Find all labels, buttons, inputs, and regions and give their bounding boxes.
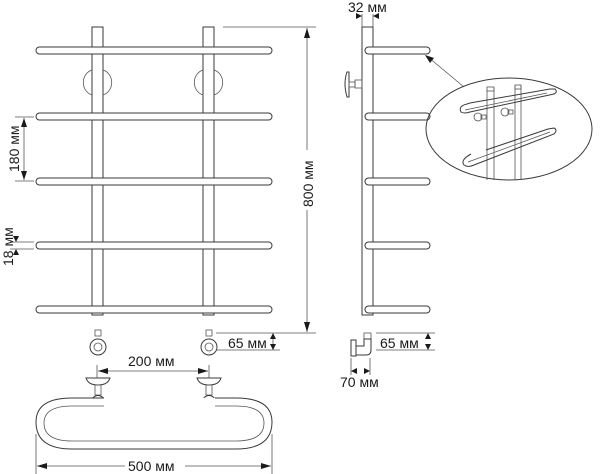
rung-diameter-label: 18 мм [0,227,16,266]
right-riser [202,26,215,316]
wall-offset-label: 70 мм [340,374,379,390]
rung-spacing-label: 180 мм [6,126,22,173]
top-view [35,377,273,450]
left-bracket [82,69,93,96]
side-view [344,26,431,357]
front-view [35,26,273,356]
left-connector [89,329,107,356]
side-fitting [355,338,372,356]
dimension-total-height: 800 мм [216,26,316,334]
riser-diameter-label: 32 мм [348,0,387,15]
connector-height-front-label: 65 мм [228,335,267,351]
right-flange [196,377,222,386]
u-loop-outer [35,397,273,450]
dimension-connector-side: 65 мм [376,332,435,351]
dimension-connector-front: 65 мм [216,333,280,351]
left-riser [91,26,104,316]
dimension-center-distance: 200 мм [96,353,210,378]
connector-height-side-label: 65 мм [380,335,419,351]
dimension-rung-spacing: 180 мм [6,116,34,182]
side-bracket [344,71,350,98]
center-distance-label: 200 мм [128,353,175,369]
dimension-rung-diameter: 18 мм [0,227,34,266]
dimension-total-width: 500 мм [35,434,273,474]
side-wall-flange [350,339,357,357]
u-loop-inner [43,405,265,442]
right-connector [200,329,218,356]
detail-ellipse [425,77,593,181]
right-bracket [193,69,204,96]
dimension-wall-offset: 70 мм [340,358,379,390]
dimension-riser-diameter: 32 мм [348,0,387,27]
side-riser [361,26,374,316]
total-height-label: 800 мм [300,161,316,208]
detail-callout [425,55,593,181]
left-flange [85,377,111,386]
total-width-label: 500 мм [128,458,175,474]
rungs [35,46,273,314]
